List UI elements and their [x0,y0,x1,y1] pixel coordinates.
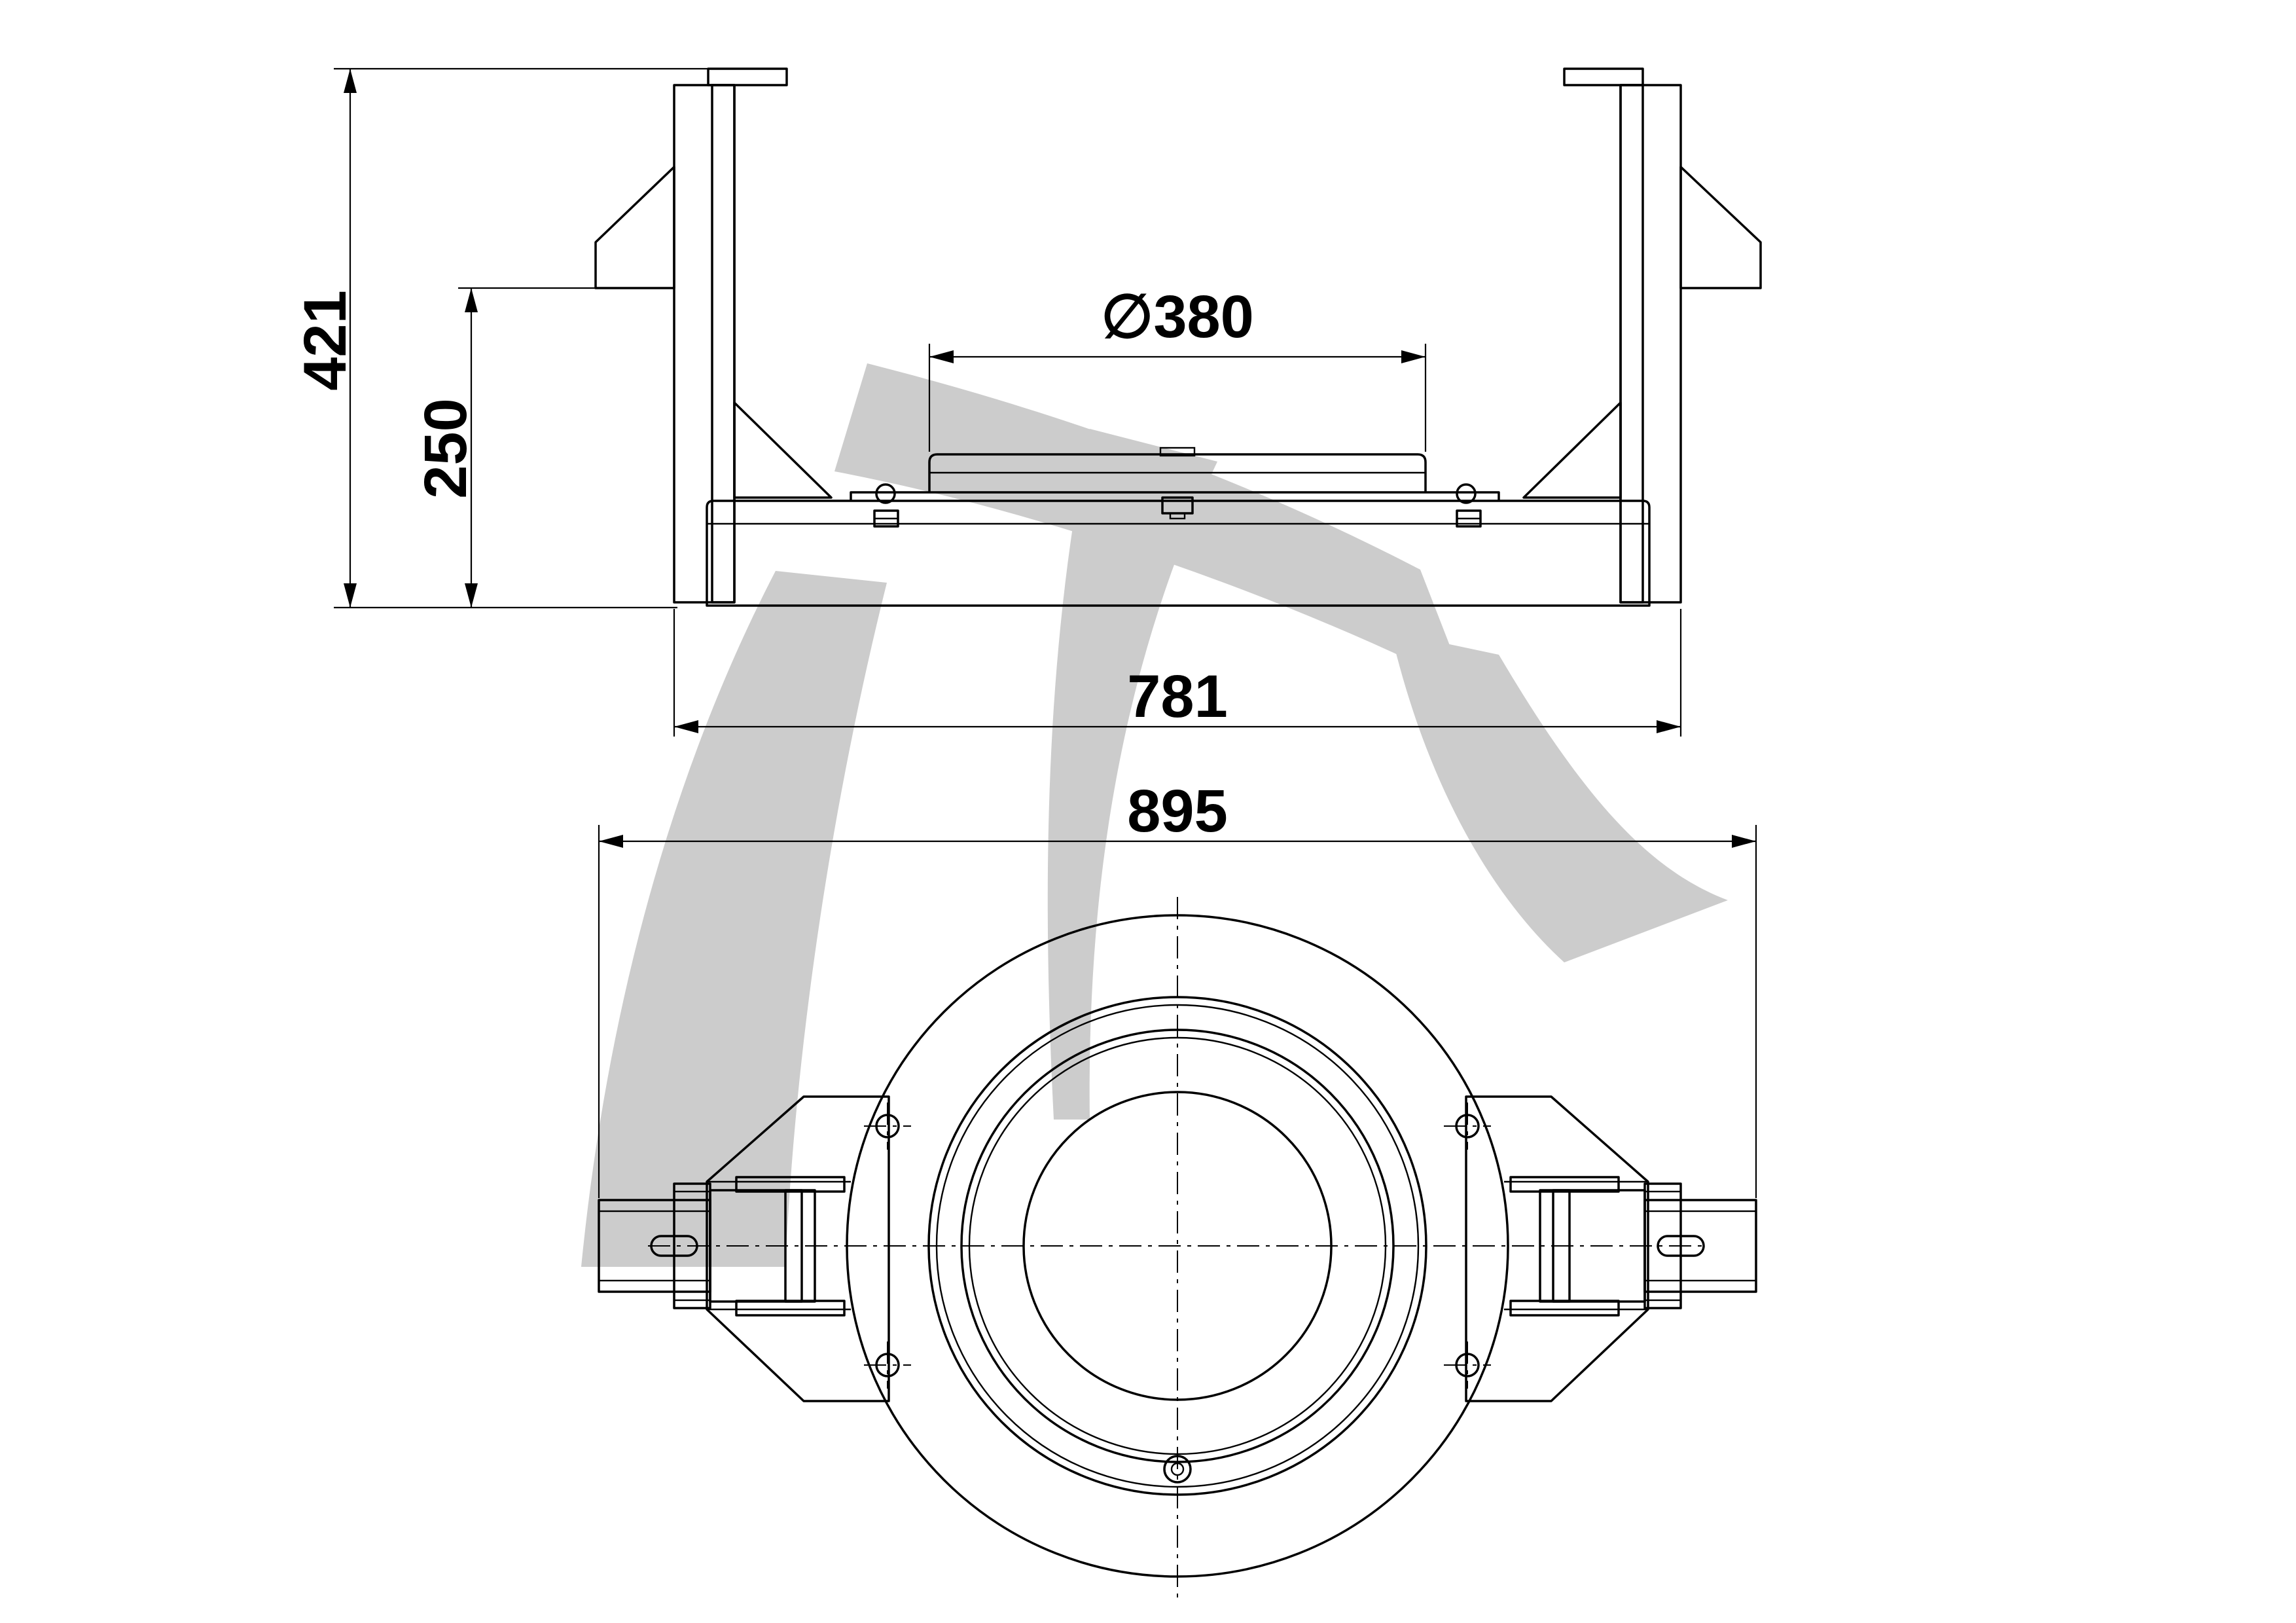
dimension-label-height-total: 421 [292,290,359,391]
dimension-label-diameter: ∅380 [1101,283,1254,350]
side-view-dimensions [334,67,1682,737]
top-view-dimensions [598,825,1757,1198]
dimension-label-width-total: 895 [1127,778,1228,845]
dimension-label-width-inner: 781 [1127,663,1228,730]
side-view [594,67,1762,607]
dimension-label-height-lower: 250 [412,398,479,499]
top-view [598,897,1757,1597]
